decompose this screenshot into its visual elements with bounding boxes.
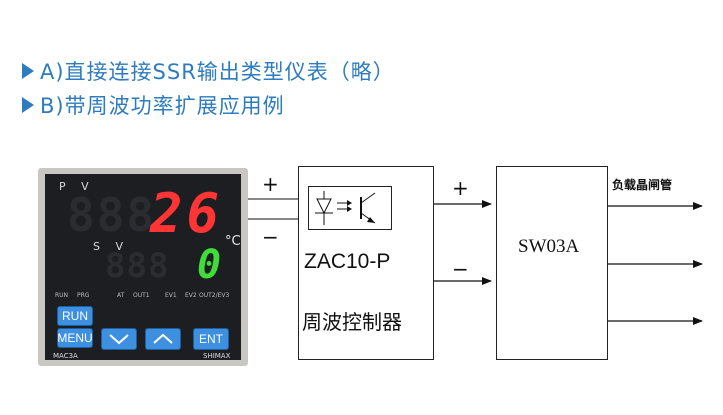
indicator-ev2: EV2 [185,292,197,299]
heading-b: B)带周波功率扩展应用例 [22,90,285,120]
pv-display: 26 [150,182,224,245]
indicator-prg: PRG [77,292,90,299]
terminal-mid-plus: + [452,176,469,200]
optocoupler-icon [315,191,376,225]
sv-display: 0 [197,242,222,288]
sv-label: S V [93,240,130,253]
chevron-down-icon [109,334,129,345]
triangle-bullet-icon [22,97,34,113]
sv-dim-digits: 888 [105,246,170,286]
terminal-mid-minus: − [452,257,469,281]
controller-face: P V 888 26 S V 888 0 °C RUN PRG AT OUT1 … [45,174,241,360]
pv-dim-digits: 888 [67,188,157,242]
unit-label: °C [225,234,241,249]
heading-a-text: A)直接连接SSR输出类型仪表（略） [40,60,395,84]
terminal-left-plus: + [262,172,279,196]
chevron-up-icon [153,333,173,344]
zac-model-label: ZAC10-P [304,250,391,273]
indicator-at: AT [117,292,125,299]
indicator-out2-ev3: OUT2/EV3 [199,292,230,299]
model-label: MAC3A [53,352,78,360]
run-button[interactable]: RUN [57,306,93,326]
indicator-ev1: EV1 [165,292,177,299]
output-label: 负载晶闸管 [612,178,673,192]
pv-label: P V [59,180,95,193]
triangle-bullet-icon [22,63,34,79]
indicator-out1: OUT1 [133,292,150,299]
heading-b-text: B)带周波功率扩展应用例 [40,94,285,118]
menu-button[interactable]: MENU [57,328,93,348]
sw-module-box [496,166,608,360]
terminal-left-minus: − [262,225,279,249]
optocoupler-box [308,186,392,230]
brand-label: SHIMAX [203,352,231,360]
heading-a: A)直接连接SSR输出类型仪表（略） [22,56,395,86]
zac-description: 周波控制器 [302,310,402,334]
indicator-run: RUN [55,292,69,299]
temperature-controller: P V 888 26 S V 888 0 °C RUN PRG AT OUT1 … [38,168,248,366]
ent-button[interactable]: ENT [193,328,229,350]
sw-model-label: SW03A [518,236,580,257]
down-button[interactable] [101,328,137,350]
up-button[interactable] [145,328,181,350]
